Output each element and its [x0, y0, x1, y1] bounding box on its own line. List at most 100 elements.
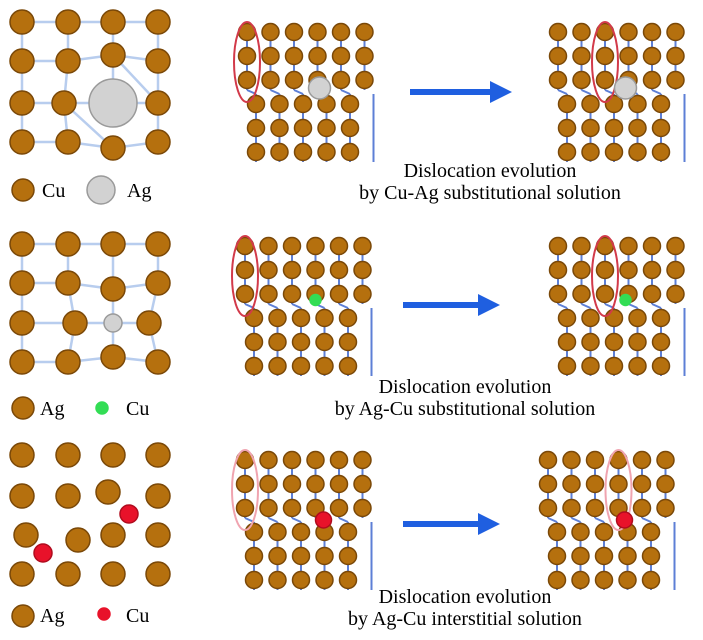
ag-atom: [55, 483, 81, 509]
cu-atom: [145, 48, 171, 74]
atom: [628, 356, 647, 376]
cu-interstitial-atom: [33, 543, 53, 563]
atom: [548, 284, 568, 304]
atom: [331, 22, 351, 42]
atom: [562, 474, 581, 494]
atom: [270, 142, 289, 162]
atom: [642, 260, 662, 280]
cu-green-atom-icon: [95, 401, 109, 415]
atom: [244, 546, 264, 566]
atom: [291, 522, 311, 542]
atom: [338, 356, 358, 376]
lattice-line: [268, 303, 278, 309]
atom: [338, 332, 358, 352]
lattice-line: [557, 89, 568, 95]
atom: [315, 356, 334, 376]
atom: [619, 260, 638, 280]
atom: [259, 260, 278, 280]
cu-atom: [55, 129, 81, 155]
atom: [338, 546, 358, 566]
atom: [246, 142, 266, 162]
caption-line-2: by Ag-Cu substitutional solution: [334, 398, 596, 420]
atom: [244, 308, 264, 328]
atom: [282, 284, 302, 304]
atom: [595, 70, 615, 90]
atom: [353, 474, 372, 494]
dislocation-loop: [231, 235, 259, 317]
lattice-line: [651, 89, 662, 95]
atom: [585, 498, 605, 518]
ag-atom: [145, 483, 171, 509]
atom: [548, 236, 568, 256]
atom: [619, 46, 638, 66]
atom: [293, 118, 313, 138]
ag-atom: [100, 561, 126, 587]
atom: [246, 118, 266, 138]
atom: [340, 94, 360, 114]
dislocation-lattice-before-ag-cu-sub: [231, 235, 373, 376]
atom: [666, 46, 685, 66]
legend-host-label: Cu: [42, 180, 66, 202]
atom: [244, 356, 264, 376]
ag-atom: [9, 349, 35, 375]
caption-cu-ag: Dislocation evolution by Cu-Ag substitut…: [270, 160, 703, 204]
ag-atom: [100, 522, 126, 548]
ag-atom: [100, 276, 126, 302]
solute-atom: [615, 511, 634, 529]
lattice-line: [581, 89, 591, 95]
cu-atom-icon: [11, 178, 35, 202]
legend-solute-label: Ag: [127, 180, 152, 202]
atom: [557, 142, 577, 162]
atom: [244, 522, 264, 542]
ag-atom: [95, 479, 121, 505]
legend-host-label: Ag: [40, 398, 65, 420]
ag-atom: [55, 270, 81, 296]
lattice-line: [557, 303, 568, 309]
lattice-line: [594, 517, 605, 523]
atom: [246, 94, 266, 114]
cu-atom: [100, 42, 126, 68]
dislocation-loop: [591, 21, 619, 103]
atom: [308, 46, 327, 66]
atom: [572, 22, 591, 42]
atom: [571, 522, 590, 542]
atom: [595, 260, 615, 280]
evolution-arrow-icon: [403, 294, 500, 316]
caption-ag-cu-sub: Dislocation evolution by Ag-Cu substitut…: [245, 376, 685, 420]
atom: [651, 94, 671, 114]
caption-line-2: by Cu-Ag substitutional solution: [359, 182, 621, 204]
atom: [581, 94, 600, 114]
atom: [666, 284, 685, 304]
atom: [284, 22, 304, 42]
atom: [595, 284, 615, 304]
cu-atom: [55, 48, 81, 74]
atom: [340, 118, 360, 138]
atom: [581, 356, 600, 376]
atom: [315, 546, 334, 566]
atom: [282, 498, 302, 518]
ag-atom: [145, 561, 171, 587]
ag-atom: [9, 483, 35, 509]
dislocation-loop: [233, 21, 261, 103]
dislocation-lattice-before-cu-ag: [233, 21, 375, 162]
lattice-line: [338, 303, 349, 309]
atom: [618, 546, 637, 566]
atom: [572, 284, 591, 304]
atom: [291, 332, 311, 352]
atom: [632, 474, 652, 494]
atom: [538, 474, 558, 494]
ag-atom: [55, 442, 81, 468]
atom: [331, 46, 351, 66]
atom: [628, 94, 647, 114]
atom: [353, 450, 372, 470]
atom: [557, 94, 577, 114]
atom: [293, 94, 313, 114]
atom: [315, 332, 334, 352]
atom: [355, 46, 374, 66]
solute-atom: [619, 293, 632, 307]
ag-atom: [100, 231, 126, 257]
atom: [632, 498, 652, 518]
evolution-arrow-icon: [403, 513, 500, 535]
atom: [642, 70, 662, 90]
